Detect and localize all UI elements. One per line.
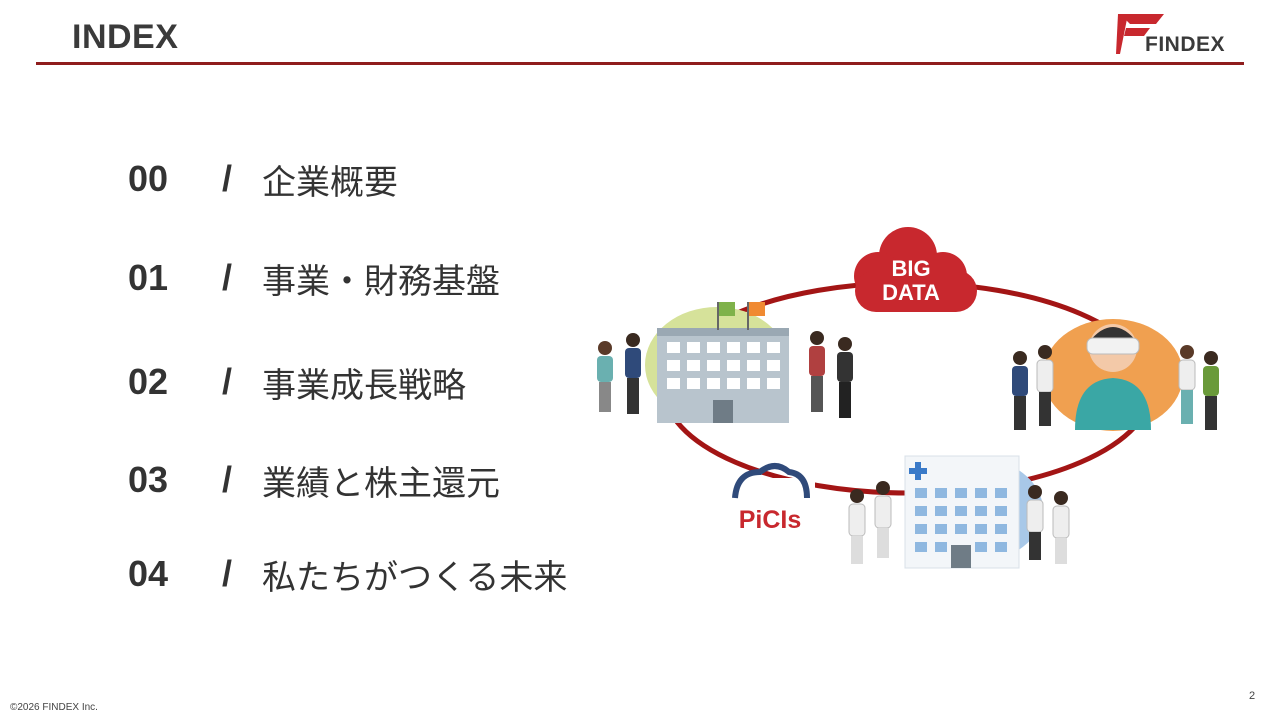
toc-number: 03	[128, 459, 169, 500]
toc-item-01[interactable]: 01 / 事業・財務基盤	[128, 253, 500, 303]
people-group-medical-icon	[848, 481, 1070, 564]
picis-label: PiCIs	[739, 506, 802, 534]
people-group-office-icon	[597, 331, 853, 418]
hospital-building-icon	[904, 455, 1043, 569]
cloud-label-data: DATA	[882, 280, 940, 305]
people-group-research-icon	[1012, 345, 1219, 430]
toc-label: 事業・財務基盤	[262, 261, 500, 302]
toc-separator: /	[221, 553, 232, 594]
big-data-cloud-icon: BIG DATA	[854, 227, 977, 312]
toc-separator: /	[221, 257, 232, 298]
toc-number: 00	[128, 158, 169, 199]
toc-item-03[interactable]: 03 / 業績と株主還元	[128, 455, 500, 505]
header-divider	[36, 62, 1244, 65]
findex-logo	[1116, 14, 1164, 54]
copyright: ©2026 FINDEX Inc.	[10, 702, 98, 713]
toc-label: 業績と株主還元	[262, 463, 500, 504]
toc-number: 04	[128, 553, 169, 594]
cloud-label-big: BIG	[891, 256, 930, 281]
toc-separator: /	[221, 361, 232, 402]
toc-separator: /	[221, 158, 232, 199]
toc-number: 02	[128, 361, 169, 402]
company-building-icon	[645, 302, 789, 423]
ecosystem-illustration: BIG DATA	[597, 227, 1219, 569]
toc-separator: /	[221, 459, 232, 500]
toc-item-00[interactable]: 00 / 企業概要	[128, 154, 398, 204]
toc-number: 01	[128, 257, 169, 298]
picis-logo: PiCIs	[715, 463, 815, 536]
toc-label: 私たちがつくる未来	[262, 557, 568, 598]
page-number: 2	[1249, 690, 1256, 702]
toc-label: 企業概要	[262, 162, 398, 203]
vr-user-icon	[1043, 319, 1183, 431]
toc-item-02[interactable]: 02 / 事業成長戦略	[128, 357, 466, 407]
toc-item-04[interactable]: 04 / 私たちがつくる未来	[128, 549, 567, 599]
toc-label: 事業成長戦略	[262, 365, 466, 406]
page-title: INDEX	[72, 18, 179, 56]
logo-text: FINDEX	[1145, 33, 1226, 56]
